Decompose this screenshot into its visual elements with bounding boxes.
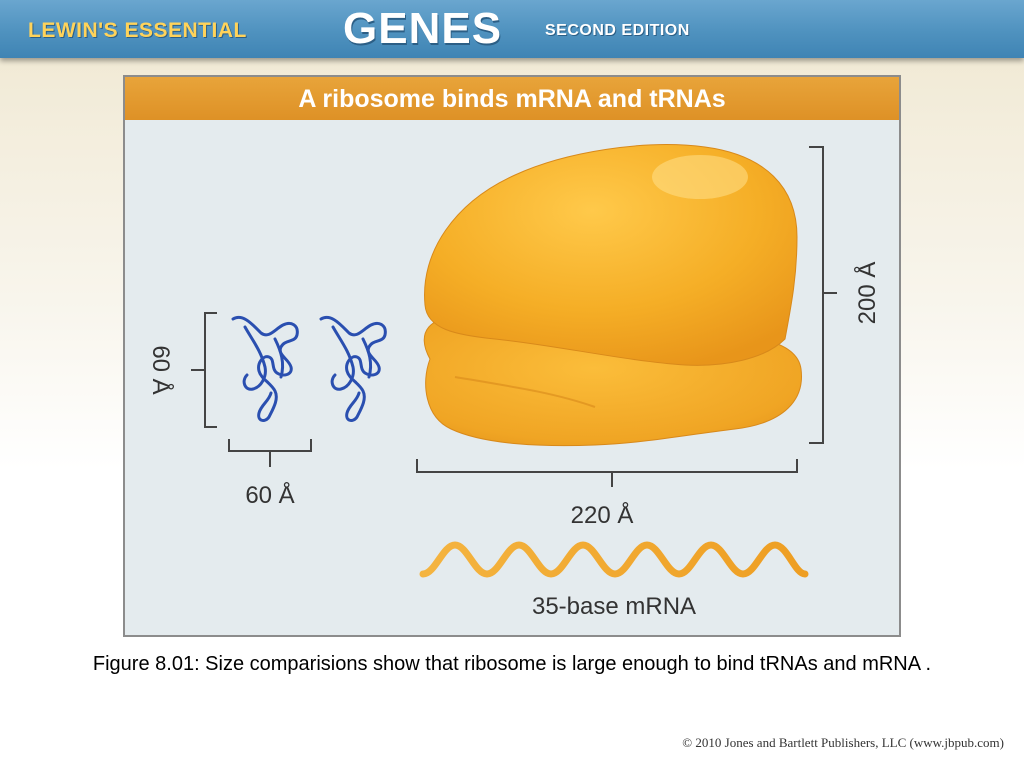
figure-caption: Figure 8.01: Size comparisions show that… xyxy=(92,653,932,675)
header-bar: LEWIN'S ESSENTIAL GENES SECOND EDITION xyxy=(0,0,1024,58)
ribosome-groove xyxy=(454,376,596,408)
trna-height-bracket xyxy=(191,312,217,428)
brand-logo-text: GENES xyxy=(343,4,503,53)
ribosome-diagram: 200 Å 220 Å 60 Å 60 Å xyxy=(147,144,881,620)
mrna-strand xyxy=(419,541,809,578)
trna-width-label: 60 Å xyxy=(245,481,294,509)
ribosome-width-bracket xyxy=(416,459,798,487)
series-title: LEWIN'S ESSENTIAL xyxy=(28,19,247,42)
trna-molecule-right xyxy=(319,316,387,422)
ribosome-height-bracket xyxy=(809,146,837,444)
figure-title: A ribosome binds mRNA and tRNAs xyxy=(298,85,726,113)
trna-width-bracket xyxy=(228,439,312,467)
figure-panel: A ribosome binds mRNA and tRNAs xyxy=(123,75,901,637)
ribosome-width-label: 220 Å xyxy=(571,501,634,529)
copyright-notice: © 2010 Jones and Bartlett Publishers, LL… xyxy=(682,735,1004,750)
mrna-label: 35-base mRNA xyxy=(532,593,696,620)
edition-label: SECOND EDITION xyxy=(545,22,690,39)
ribosome-highlight xyxy=(652,155,748,199)
ribosome-height-label: 200 Å xyxy=(853,262,881,325)
trna-molecule-left xyxy=(231,316,299,422)
ribosome-large-subunit xyxy=(424,144,798,366)
figure-title-bar: A ribosome binds mRNA and tRNAs xyxy=(125,77,899,120)
trna-height-label: 60 Å xyxy=(147,345,175,394)
